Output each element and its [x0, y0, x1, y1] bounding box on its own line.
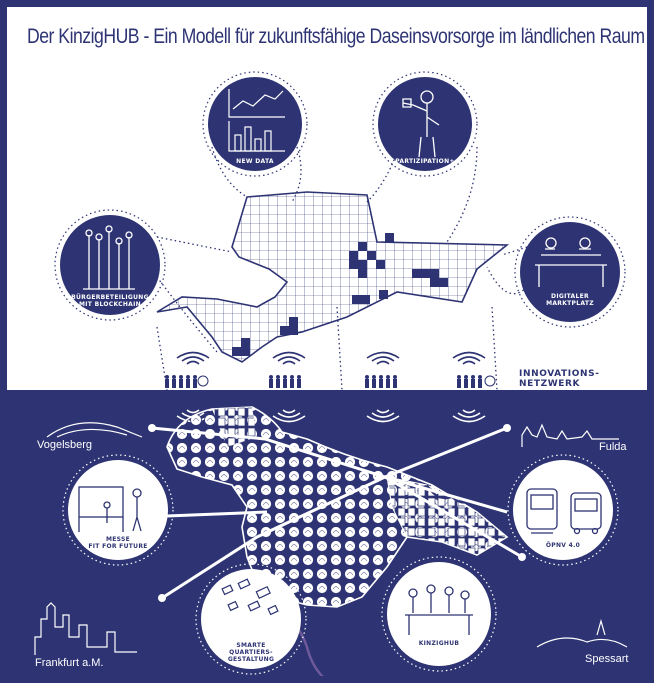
innovation-network-line2: NETZWERK: [519, 379, 581, 390]
innovation-network-line1: INNOVATIONS-: [519, 369, 600, 379]
label-oepnv: ÖPNV 4.0: [545, 542, 581, 549]
city-blocks-icon: [221, 578, 279, 616]
circle-smarte-quartiersgestaltung: [195, 563, 307, 675]
place-spessart: Spessart: [585, 653, 629, 665]
place-frankfurt: Frankfurt a.M.: [35, 657, 104, 669]
circle-oepnv: [507, 454, 619, 566]
circle-partizipation: [372, 71, 478, 177]
bar-chart-icon: [228, 121, 285, 152]
person-vr-icon: [402, 90, 440, 158]
label-messe-line2: FIT FOR FUTURE: [88, 542, 148, 550]
skyline-spessart: [536, 618, 628, 648]
hub-lines: [141, 426, 523, 600]
circle-digitaler-marktplatz: [514, 216, 626, 328]
market-stall-icon: [535, 237, 607, 287]
innovation-network-label: INNOVATIONS- NETZWERK: [519, 369, 629, 390]
skyline-fulda: [521, 423, 619, 447]
label-messe: MESSE FIT FOR FUTURE: [73, 536, 163, 551]
wifi-signal-icon: [176, 351, 486, 365]
bus-icon: [570, 492, 602, 535]
label-smarte-quartiersgestaltung: SMARTE QUARTIERS- GESTALTUNG: [216, 642, 286, 664]
skyline-vogelsberg: [46, 422, 143, 438]
tram-icon: [526, 488, 558, 534]
label-messe-line1: MESSE: [105, 536, 131, 543]
wifi-signal-icon: [176, 409, 486, 423]
label-marktplatz-line2: MARKTPLATZ: [546, 299, 594, 307]
skyline-frankfurt: [34, 602, 137, 655]
label-smarte-line1: SMARTE: [236, 642, 266, 649]
circle-kinzighub: [381, 556, 497, 672]
circle-buergerbeteiligung: [54, 209, 166, 321]
label-smarte-line2: QUARTIERS-: [229, 648, 273, 656]
label-buergerbeteiligung-line1: BÜRGERBETEILIGUNG: [71, 294, 149, 301]
poster-illustration: [34, 71, 628, 676]
page-title: Der KinzigHUB - Ein Modell für zukunftsf…: [27, 25, 645, 48]
street-lamps-icon: [83, 225, 135, 290]
circle-messe: [62, 454, 174, 566]
people-group-icon: [165, 375, 496, 388]
exhibition-icon: [78, 486, 142, 532]
circle-new-data: [202, 71, 308, 177]
line-chart-icon: [228, 89, 285, 118]
hub-nodes: [148, 424, 526, 602]
label-kinzighub: KINZIGHUB: [418, 640, 460, 647]
label-buergerbeteiligung-line2: MIT BLOCKCHAIN: [79, 300, 141, 308]
team-meeting-icon: [405, 584, 473, 635]
place-fulda: Fulda: [599, 441, 627, 453]
label-digitaler-marktplatz: DIGITALER MARKTPLATZ: [530, 293, 610, 308]
place-vogelsberg: Vogelsberg: [37, 439, 93, 451]
label-partizipation: PARTIZIPATION+: [395, 158, 455, 165]
grid-map: [156, 191, 510, 363]
label-buergerbeteiligung: BÜRGERBETEILIGUNG MIT BLOCKCHAIN: [60, 294, 160, 309]
label-new-data: NEW DATA: [236, 158, 274, 165]
label-smarte-line3: GESTALTUNG: [227, 655, 275, 663]
label-marktplatz-line1: DIGITALER: [551, 293, 589, 300]
